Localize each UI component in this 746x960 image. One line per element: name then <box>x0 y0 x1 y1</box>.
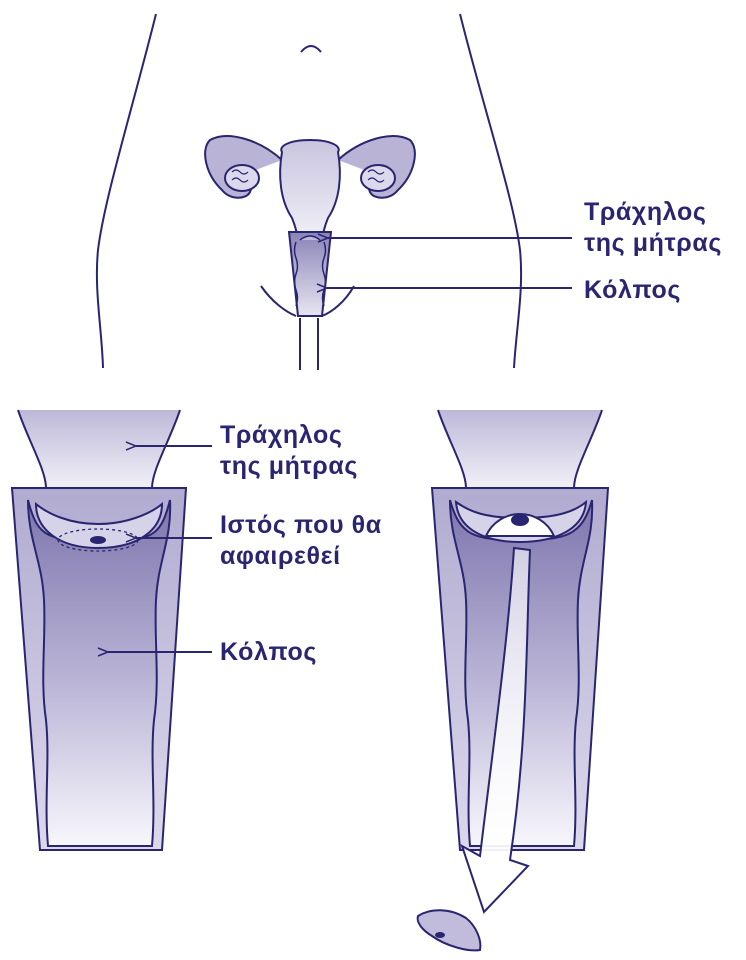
left-tissue-label-line2: αφαιρεθεί <box>220 541 382 572</box>
top-cervix-label-line1: Τράχηλος <box>584 197 722 228</box>
right-excision-mark <box>512 515 528 525</box>
groin-line-right <box>322 286 354 316</box>
left-tissue-label: Ιστός που θα αφαιρεθεί <box>220 510 382 572</box>
uterus-body <box>280 140 340 244</box>
top-cervix-label: Τράχηλος της μήτρας <box>584 197 722 259</box>
left-vagina-canal <box>28 500 170 846</box>
ovary-left <box>225 165 259 191</box>
navel-mark <box>301 46 321 52</box>
left-tissue-label-line1: Ιστός που θα <box>220 510 382 541</box>
left-cervix-label: Τράχηλος της μήτρας <box>220 420 358 482</box>
left-section-diagram <box>12 410 186 850</box>
top-leader-lines <box>327 238 572 288</box>
right-cervix-neck <box>438 410 602 488</box>
right-section-diagram <box>418 410 608 950</box>
top-vagina-label: Κόλπος <box>584 275 681 306</box>
left-cervix-label-line1: Τράχηλος <box>220 420 358 451</box>
removed-tissue-mark <box>435 932 445 938</box>
uterus-illustration <box>205 136 415 316</box>
left-vagina-label: Κόλπος <box>220 637 317 668</box>
removed-tissue-cone <box>418 910 481 950</box>
ovary-right <box>361 165 395 191</box>
body-outline-right <box>460 14 521 368</box>
groin-line-left <box>261 286 296 316</box>
top-cervix-label-line2: της μήτρας <box>584 228 722 259</box>
left-cervix-os <box>91 537 105 543</box>
body-outline-left <box>97 14 156 368</box>
left-cervix-label-line2: της μήτρας <box>220 451 358 482</box>
left-cervix-neck <box>18 410 180 488</box>
